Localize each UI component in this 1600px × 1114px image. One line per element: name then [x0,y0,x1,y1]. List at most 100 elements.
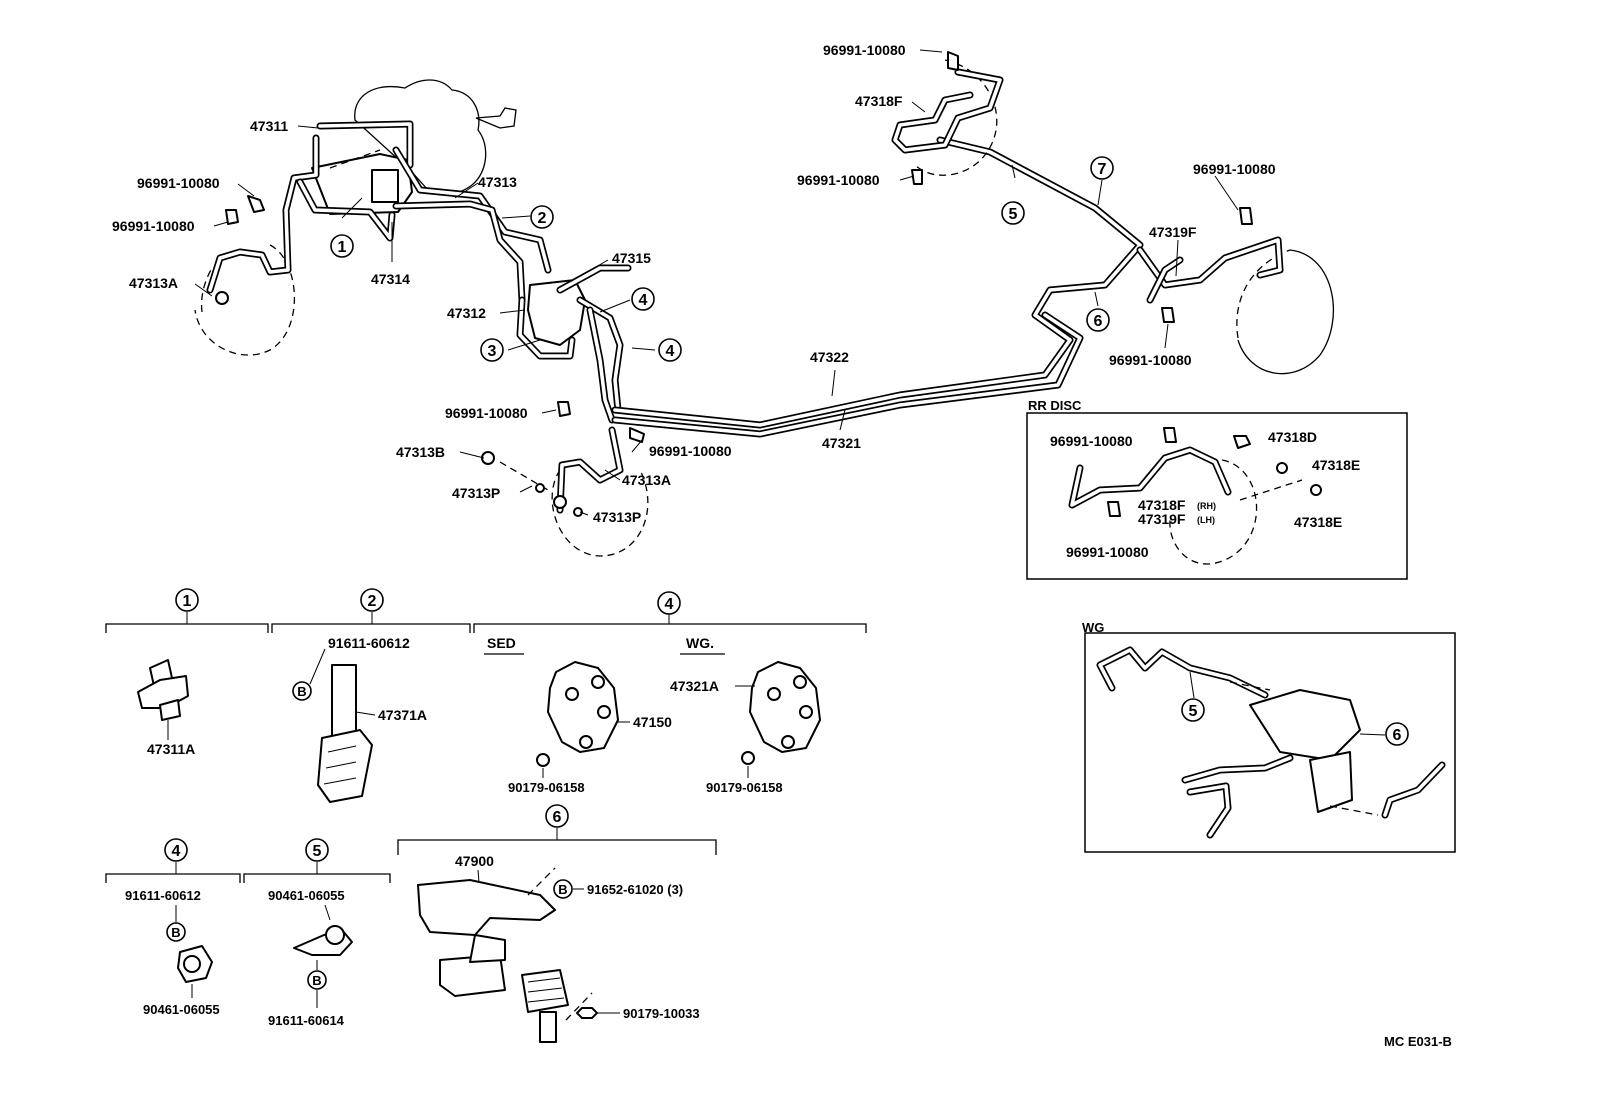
label-lh: (LH) [1197,515,1215,525]
label-96991-10080: 96991-10080 [112,218,195,234]
bolt-b-mark: B [312,973,321,988]
svg-text:5: 5 [1189,703,1198,720]
callout-2: 2 [530,205,554,229]
callout-6: 6 [1086,308,1110,332]
callout-5: 5 [1001,201,1025,225]
label-47313: 47313 [478,174,517,190]
label-96991-10080: 96991-10080 [1193,161,1276,177]
label-96991-10080: 96991-10080 [1109,352,1192,368]
callout-4: 4 [658,338,682,362]
rear-right-disc [1237,249,1334,375]
bolt-b-mark: B [297,684,306,699]
label-47150: 47150 [633,714,672,730]
label-90179-06158: 90179-06158 [508,780,585,795]
label-96991-10080: 96991-10080 [445,405,528,421]
part-47900-valve: 47900 B 91652-61020 (3) 90179-10033 [417,853,700,1043]
svg-text:4: 4 [172,843,181,860]
label-sed: SED [487,635,516,651]
label-96991-10080: 96991-10080 [797,172,880,188]
label-91611-60614: 91611-60614 [268,1013,345,1028]
label-47315: 47315 [612,250,651,266]
callout-6: 6 [545,804,569,828]
label-47318E: 47318E [1294,514,1342,530]
leader-lines [194,49,1239,516]
booster-pushrod [475,107,517,129]
label-90179-10033: 90179-10033 [623,1006,700,1021]
label-96991-10080: 96991-10080 [1050,433,1133,449]
svg-text:4: 4 [665,596,674,613]
rr-disc-title: RR DISC [1028,398,1082,413]
label-47318D: 47318D [1268,429,1317,445]
label-96991-10080: 96991-10080 [1066,544,1149,560]
callout-7: 7 [1090,156,1114,180]
main-assembly: 47311 96991-10080 96991-10080 47313A 473… [112,42,1334,557]
master-cylinder-reservoir [371,169,399,203]
clip-fittings [215,51,1253,517]
callout-5: 5 [1181,698,1205,722]
svg-text:4: 4 [666,343,675,360]
label-96991-10080: 96991-10080 [823,42,906,58]
callout-4: 4 [657,591,681,615]
callout-1: 1 [330,234,354,258]
front-right-disc [551,469,649,557]
bolt-b-mark: B [171,925,180,940]
label-47321: 47321 [822,435,861,451]
left-brake-lines [206,120,552,304]
part-47321A-valve: 47321A 90179-06158 [670,661,821,795]
front-left-disc [194,244,296,356]
label-47313A: 47313A [129,275,178,291]
part-clamp-5: 90461-06055 B 91611-60614 [268,888,353,1028]
label-47319F: 47319F [1138,511,1186,527]
label-47318F: 47318F [855,93,903,109]
svg-text:1: 1 [183,593,192,610]
label-47313P: 47313P [452,485,500,501]
diagram-code: MC E031-B [1384,1034,1452,1049]
label-47318E: 47318E [1312,457,1360,473]
label-47312: 47312 [447,305,486,321]
label-47313A: 47313A [622,472,671,488]
svg-text:2: 2 [538,210,547,227]
label-47900: 47900 [455,853,494,869]
label-91611-60612: 91611-60612 [328,635,410,651]
svg-text:7: 7 [1098,161,1107,178]
label-91652-61020: 91652-61020 (3) [587,882,683,897]
svg-text:6: 6 [1094,313,1103,330]
part-47311A-union: 47311A [137,659,195,757]
label-47311A: 47311A [147,741,195,757]
svg-text:2: 2 [368,593,377,610]
rr-disc-inset: RR DISC 96991-10080 47318D 47318E 47318F… [1026,398,1408,580]
callout-5: 5 [305,838,329,862]
wg-inset: WG 5 6 [1082,620,1456,853]
callout-1: 1 [175,588,199,612]
label-90461-06055: 90461-06055 [268,888,345,903]
bolt-b-mark: B [558,882,567,897]
label-wg: WG. [686,635,714,651]
detail-row-1: 1 2 4 47311A B 91611-60612 47371A SED WG… [105,588,867,803]
label-91611-60612: 91611-60612 [125,888,201,903]
label-47313P: 47313P [593,509,641,525]
part-clamp-4: 91611-60612 B 90461-06055 [125,888,220,1017]
callout-3: 3 [480,338,504,362]
svg-text:3: 3 [488,343,497,360]
svg-text:4: 4 [639,292,648,309]
svg-text:1: 1 [338,239,347,256]
label-96991-10080: 96991-10080 [137,175,220,191]
label-rh: (RH) [1197,501,1216,511]
label-47314: 47314 [371,271,410,287]
callout-4: 4 [631,287,655,311]
label-47318F: 47318F [1138,497,1186,513]
proportioning-valve [527,279,586,346]
label-90179-06158: 90179-06158 [706,780,783,795]
label-47371A: 47371A [378,707,427,723]
svg-text:5: 5 [1009,206,1018,223]
part-47371A-bracket: B 91611-60612 47371A [292,635,427,803]
callout-6: 6 [1385,722,1409,746]
svg-text:6: 6 [553,809,562,826]
wg-title: WG [1082,620,1104,635]
label-47313B: 47313B [396,444,445,460]
label-47319F: 47319F [1149,224,1197,240]
svg-text:5: 5 [313,843,322,860]
svg-text:6: 6 [1393,727,1402,744]
label-47311: 47311 [250,118,288,134]
